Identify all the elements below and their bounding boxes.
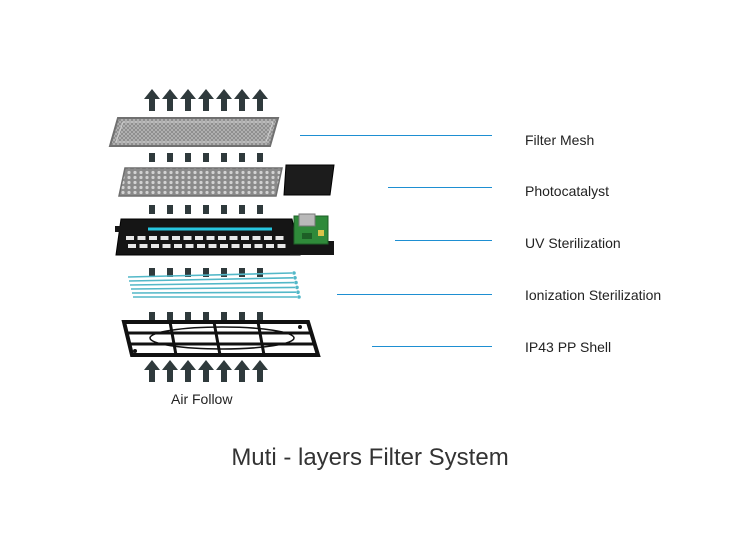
label-photocatalyst: Photocatalyst [525, 183, 610, 199]
airflow-dashes-1 [149, 153, 263, 162]
up-arrow-icon [180, 360, 196, 382]
up-arrow-icon [198, 89, 214, 111]
filter-mesh-layer [108, 117, 280, 147]
label-uv-sterilization: UV Sterilization [525, 235, 621, 251]
up-arrow-icon [162, 360, 178, 382]
up-arrow-icon [252, 360, 268, 382]
up-arrow-icon [252, 89, 268, 111]
photocatalyst-layer [118, 164, 335, 197]
up-arrow-icon [162, 89, 178, 111]
leader-filter-mesh [300, 135, 492, 136]
up-arrow-icon [234, 89, 250, 111]
leader-ionization-sterilization [337, 294, 492, 295]
up-arrow-icon [198, 360, 214, 382]
up-arrow-icon [216, 89, 232, 111]
leader-pp-shell [372, 346, 492, 347]
air-flow-label: Air Follow [171, 391, 233, 407]
up-arrow-icon [216, 360, 232, 382]
top-arrows [144, 89, 268, 111]
uv-sterilization-layer [115, 213, 334, 256]
ionization-sterilization-layer [127, 271, 301, 299]
bottom-arrows [144, 360, 268, 382]
pp-shell-layer [121, 320, 321, 357]
leader-photocatalyst [388, 187, 492, 188]
label-filter-mesh: Filter Mesh [525, 132, 595, 148]
up-arrow-icon [234, 360, 250, 382]
up-arrow-icon [180, 89, 196, 111]
label-pp-shell: IP43 PP Shell [525, 339, 612, 355]
airflow-dashes-2 [149, 205, 263, 214]
airflow-dashes-4 [149, 312, 263, 321]
diagram-title: Muti - layers Filter System [231, 444, 509, 471]
leader-uv-sterilization [395, 240, 492, 241]
airflow-dashes-3 [149, 268, 263, 277]
up-arrow-icon [144, 360, 160, 382]
up-arrow-icon [144, 89, 160, 111]
label-ionization-sterilization: Ionization Sterilization [525, 287, 662, 303]
